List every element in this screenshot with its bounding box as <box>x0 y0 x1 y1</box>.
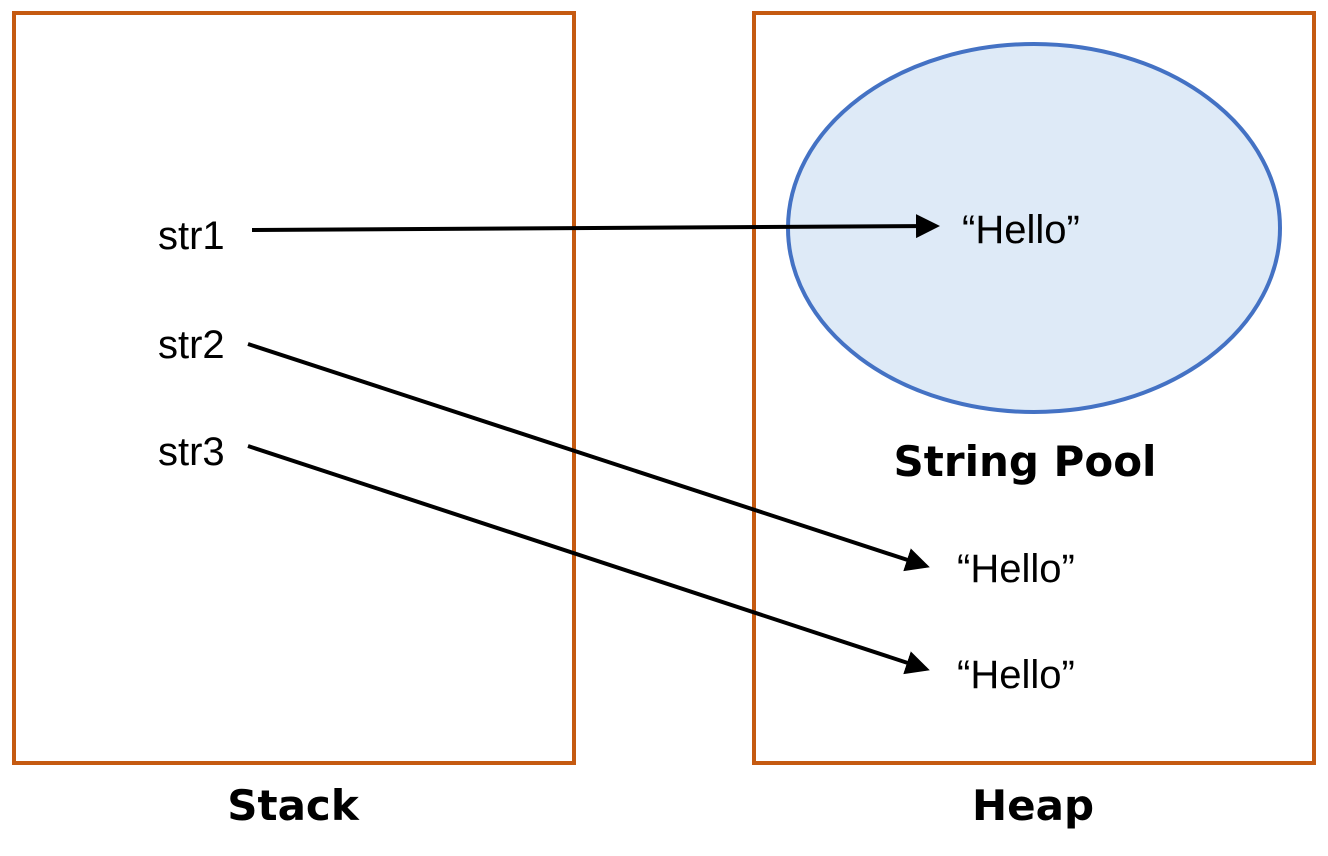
arrow-str3-to-heap-object-2 <box>247 444 930 675</box>
heap-hello-value-1: “Hello” <box>957 547 1075 591</box>
heap-box <box>752 11 1316 765</box>
heap-label: Heap <box>972 781 1094 830</box>
pool-hello-value: “Hello” <box>962 208 1080 252</box>
var-str2-label: str2 <box>158 323 225 367</box>
arrow-str2-to-heap-object-1 <box>247 342 930 572</box>
heap-hello-value-2: “Hello” <box>957 653 1075 697</box>
var-str1-label: str1 <box>158 214 225 258</box>
stack-box <box>12 11 576 765</box>
var-str3-label: str3 <box>158 430 225 474</box>
arrow-str1-to-pool <box>251 214 940 239</box>
string-pool-label: String Pool <box>894 437 1157 486</box>
stack-label: Stack <box>227 781 360 830</box>
